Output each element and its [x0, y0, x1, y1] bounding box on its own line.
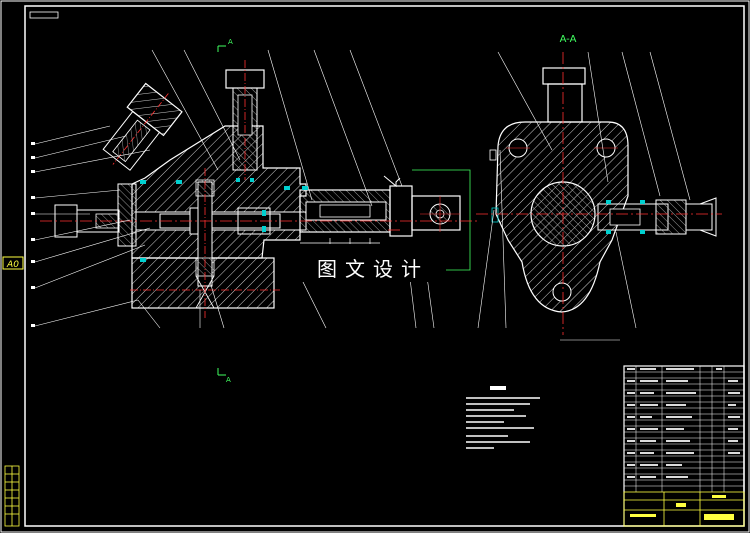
revision-strip [4, 465, 20, 527]
sheet-inner-border [24, 5, 745, 527]
title-cells [623, 491, 745, 527]
aa-top-cap [542, 67, 586, 85]
title-block [623, 365, 745, 527]
leader-lines-left [34, 125, 151, 327]
section-marker-bottom: A [226, 376, 231, 384]
parts-list-rows [624, 366, 744, 492]
leader-lines-top [151, 49, 403, 207]
seals [140, 178, 308, 262]
pump-body [131, 125, 307, 259]
drawing-number-box [29, 11, 59, 19]
watermark-box [300, 252, 446, 282]
right-coupling [389, 185, 413, 237]
sheet-size-mark: A0 [6, 260, 19, 270]
section-a-a-view: A-A [476, 34, 722, 341]
aa-top-neck [547, 83, 583, 123]
aa-leader-lines [477, 51, 691, 341]
sheet-size-box [2, 256, 24, 270]
leader-tags-left [31, 142, 35, 327]
section-marker-top: A [228, 38, 233, 46]
parts-list-text [627, 368, 740, 478]
watermark-text: 图文设计 [317, 257, 429, 281]
section-view-title: A-A [560, 34, 577, 45]
main-section-view: A A [31, 38, 480, 384]
right-end-block [411, 195, 461, 231]
technical-notes [466, 386, 540, 449]
